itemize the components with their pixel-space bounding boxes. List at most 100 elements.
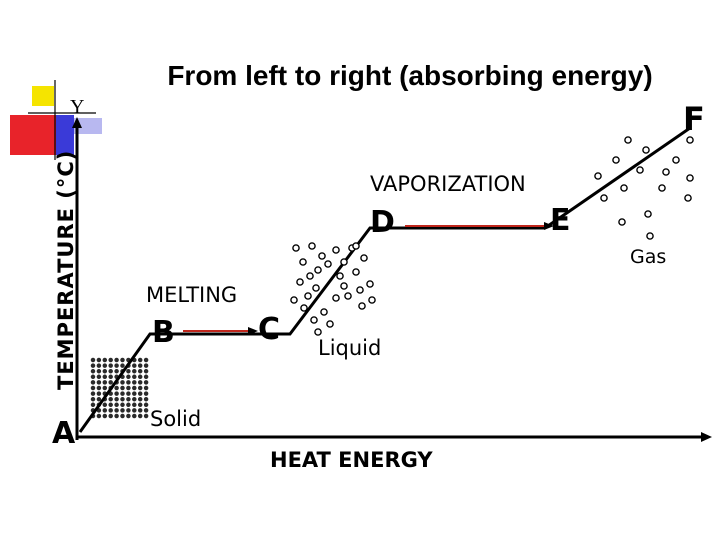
liquid-particle: [326, 320, 334, 328]
solid-particle: [137, 379, 144, 386]
liquid-particle: [304, 292, 312, 300]
solid-particle: [90, 379, 96, 386]
solid-particle: [143, 401, 150, 408]
solid-particle: [95, 396, 102, 403]
gas-label: Gas: [630, 246, 667, 268]
point-e-label: E: [550, 203, 571, 238]
solid-particle: [131, 396, 138, 403]
gas-particle: [686, 174, 694, 182]
melting-label: MELTING: [146, 283, 238, 307]
solid-particle: [137, 407, 144, 414]
solid-particle: [95, 373, 102, 380]
liquid-particle: [318, 252, 326, 260]
solid-particle: [101, 401, 108, 408]
deco-red-square: [10, 115, 56, 155]
liquid-particle: [314, 328, 322, 336]
solid-particle: [113, 357, 120, 363]
liquid-particle: [299, 258, 307, 266]
solid-particle: [131, 368, 138, 375]
solid-particle: [113, 362, 120, 369]
solid-particles: [90, 357, 150, 419]
gas-particle: [662, 168, 670, 176]
solid-particle: [107, 373, 114, 380]
solid-particle: [119, 401, 126, 408]
solid-particle: [119, 396, 126, 403]
solid-particle: [113, 407, 120, 414]
liquid-particle: [366, 280, 374, 288]
liquid-particle: [306, 272, 314, 280]
solid-particle: [137, 401, 144, 408]
y-axis-arrow: [72, 117, 82, 128]
solid-particle: [107, 379, 114, 386]
solid-particle: [131, 379, 138, 386]
solid-particle: [143, 379, 150, 386]
solid-particle: [137, 368, 144, 375]
solid-particle: [137, 373, 144, 380]
solid-particle: [95, 379, 102, 386]
solid-particle: [143, 385, 150, 391]
solid-particle: [143, 357, 150, 363]
liquid-particle: [340, 282, 348, 290]
solid-particle: [95, 390, 102, 397]
solid-particle: [113, 368, 120, 375]
gas-particle: [620, 184, 628, 192]
gas-particle: [594, 172, 602, 180]
liquid-label: Liquid: [318, 336, 382, 360]
liquid-particle: [352, 242, 360, 250]
solid-particle: [125, 407, 132, 414]
solid-particle: [113, 396, 120, 403]
solid-particle: [131, 390, 138, 397]
liquid-particle: [296, 278, 304, 286]
liquid-particle: [320, 308, 328, 316]
gas-particle: [684, 194, 692, 202]
solid-particle: [107, 362, 114, 369]
solid-particle: [113, 413, 120, 419]
liquid-particle: [332, 294, 340, 302]
solid-particle: [125, 373, 132, 380]
gas-particle: [672, 156, 680, 164]
solid-particle: [119, 413, 126, 419]
solid-particle: [107, 368, 114, 375]
solid-particle: [90, 368, 96, 375]
solid-particle: [90, 373, 96, 380]
vaporization-arrowhead: [544, 222, 554, 230]
solid-particle: [119, 362, 126, 369]
gas-particle: [612, 156, 620, 164]
solid-particle: [90, 362, 96, 369]
liquid-particle: [308, 242, 316, 250]
liquid-particle: [368, 296, 376, 304]
liquid-particle: [292, 244, 300, 252]
point-f-label: F: [683, 100, 705, 138]
liquid-particle: [312, 284, 320, 292]
solid-particle: [143, 390, 150, 397]
solid-particle: [107, 396, 114, 403]
liquid-particle: [324, 260, 332, 268]
solid-particle: [90, 357, 96, 363]
solid-particle: [125, 401, 132, 408]
vaporization-label: VAPORIZATION: [370, 172, 526, 196]
solid-particle: [137, 390, 144, 397]
solid-particle: [143, 373, 150, 380]
page-title: From left to right (absorbing energy): [167, 60, 653, 91]
solid-particle: [125, 413, 132, 419]
solid-particle: [119, 390, 126, 397]
solid-particle: [131, 385, 138, 391]
solid-particle: [101, 373, 108, 380]
solid-particle: [131, 413, 138, 419]
melting-arrowhead: [248, 327, 258, 335]
solid-particle: [143, 396, 150, 403]
gas-particle: [636, 166, 644, 174]
deco-blue-square: [56, 115, 74, 155]
solid-particle: [95, 357, 102, 363]
gas-particles: [594, 136, 694, 240]
solid-particle: [95, 385, 102, 391]
point-c-label: C: [258, 312, 281, 347]
solid-particle: [95, 368, 102, 375]
solid-particle: [143, 413, 150, 419]
solid-particle: [101, 413, 108, 419]
solid-particle: [107, 413, 114, 419]
solid-particle: [90, 401, 96, 408]
solid-particle: [137, 396, 144, 403]
solid-particle: [131, 401, 138, 408]
